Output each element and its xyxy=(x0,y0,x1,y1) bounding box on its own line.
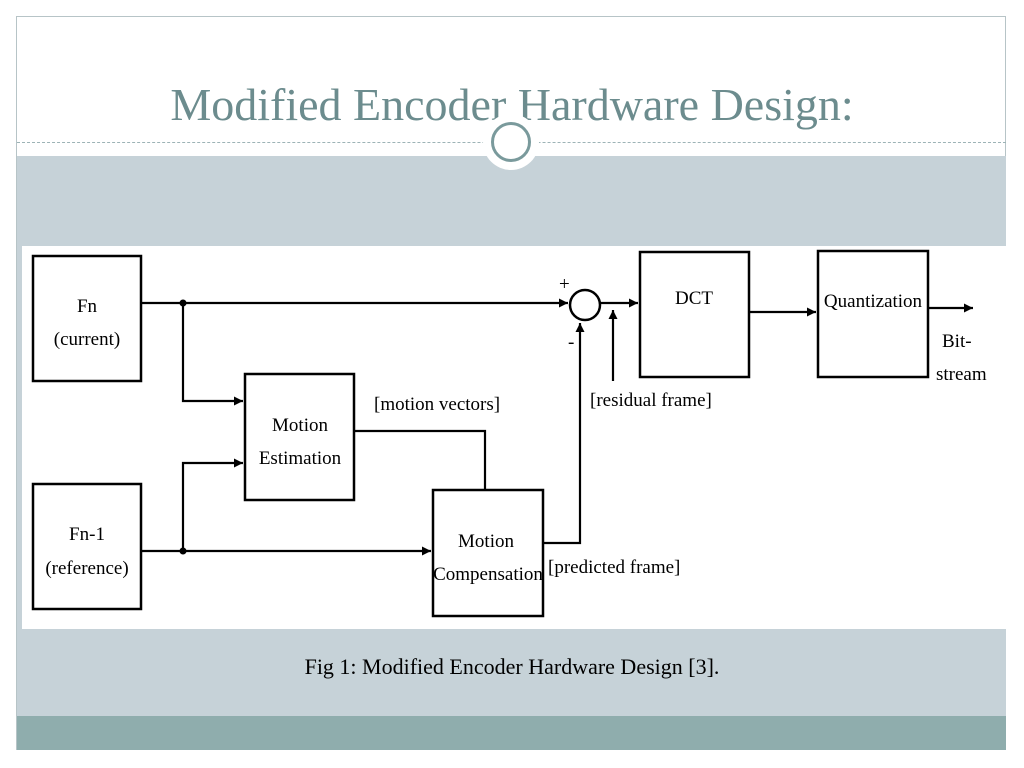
fn-label-1: Fn xyxy=(77,296,98,317)
motion-estimation-block xyxy=(243,372,356,502)
me-label-1: Motion xyxy=(272,415,328,436)
predicted-to-sum-line xyxy=(543,323,585,545)
diagram-figure: Fn (current) Fn-1 (reference) Motion Est… xyxy=(22,246,1006,629)
mc-label-2: Compensation xyxy=(433,564,543,585)
figure-caption: Fig 1: Modified Encoder Hardware Design … xyxy=(304,654,720,679)
mc-label-1: Motion xyxy=(458,531,514,552)
summing-junction xyxy=(568,288,602,322)
minus-sign: - xyxy=(568,332,574,353)
fn1-to-me-line xyxy=(181,458,243,551)
predicted-frame-label: [predicted frame] xyxy=(548,557,680,578)
circle-ornament-icon xyxy=(483,114,539,170)
dct-label: DCT xyxy=(675,288,713,309)
fn1-label-2: (reference) xyxy=(45,558,128,579)
fn-to-me-line xyxy=(181,303,243,406)
quantization-label: Quantization xyxy=(824,291,923,312)
residual-frame-label: [residual frame] xyxy=(590,390,712,411)
fn-label-2: (current) xyxy=(54,329,120,350)
fn1-block xyxy=(31,482,143,611)
bitstream-label-2: stream xyxy=(936,364,987,385)
junction-dot-bottom xyxy=(179,547,187,555)
fn1-label-1: Fn-1 xyxy=(69,524,105,545)
footer-band xyxy=(17,716,1006,750)
motion-vectors-label: [motion vectors] xyxy=(374,394,500,415)
plus-sign: + xyxy=(559,274,570,295)
junction-dot-top xyxy=(179,299,187,307)
motion-compensation-block xyxy=(431,488,545,618)
dct-block xyxy=(638,250,751,379)
bitstream-label-1: Bit- xyxy=(942,331,972,352)
fn-block xyxy=(31,254,143,383)
quantization-block xyxy=(816,249,930,379)
me-label-2: Estimation xyxy=(259,448,342,469)
encoder-block-diagram: Fn (current) Fn-1 (reference) Motion Est… xyxy=(31,249,987,618)
mv-line xyxy=(354,429,487,490)
